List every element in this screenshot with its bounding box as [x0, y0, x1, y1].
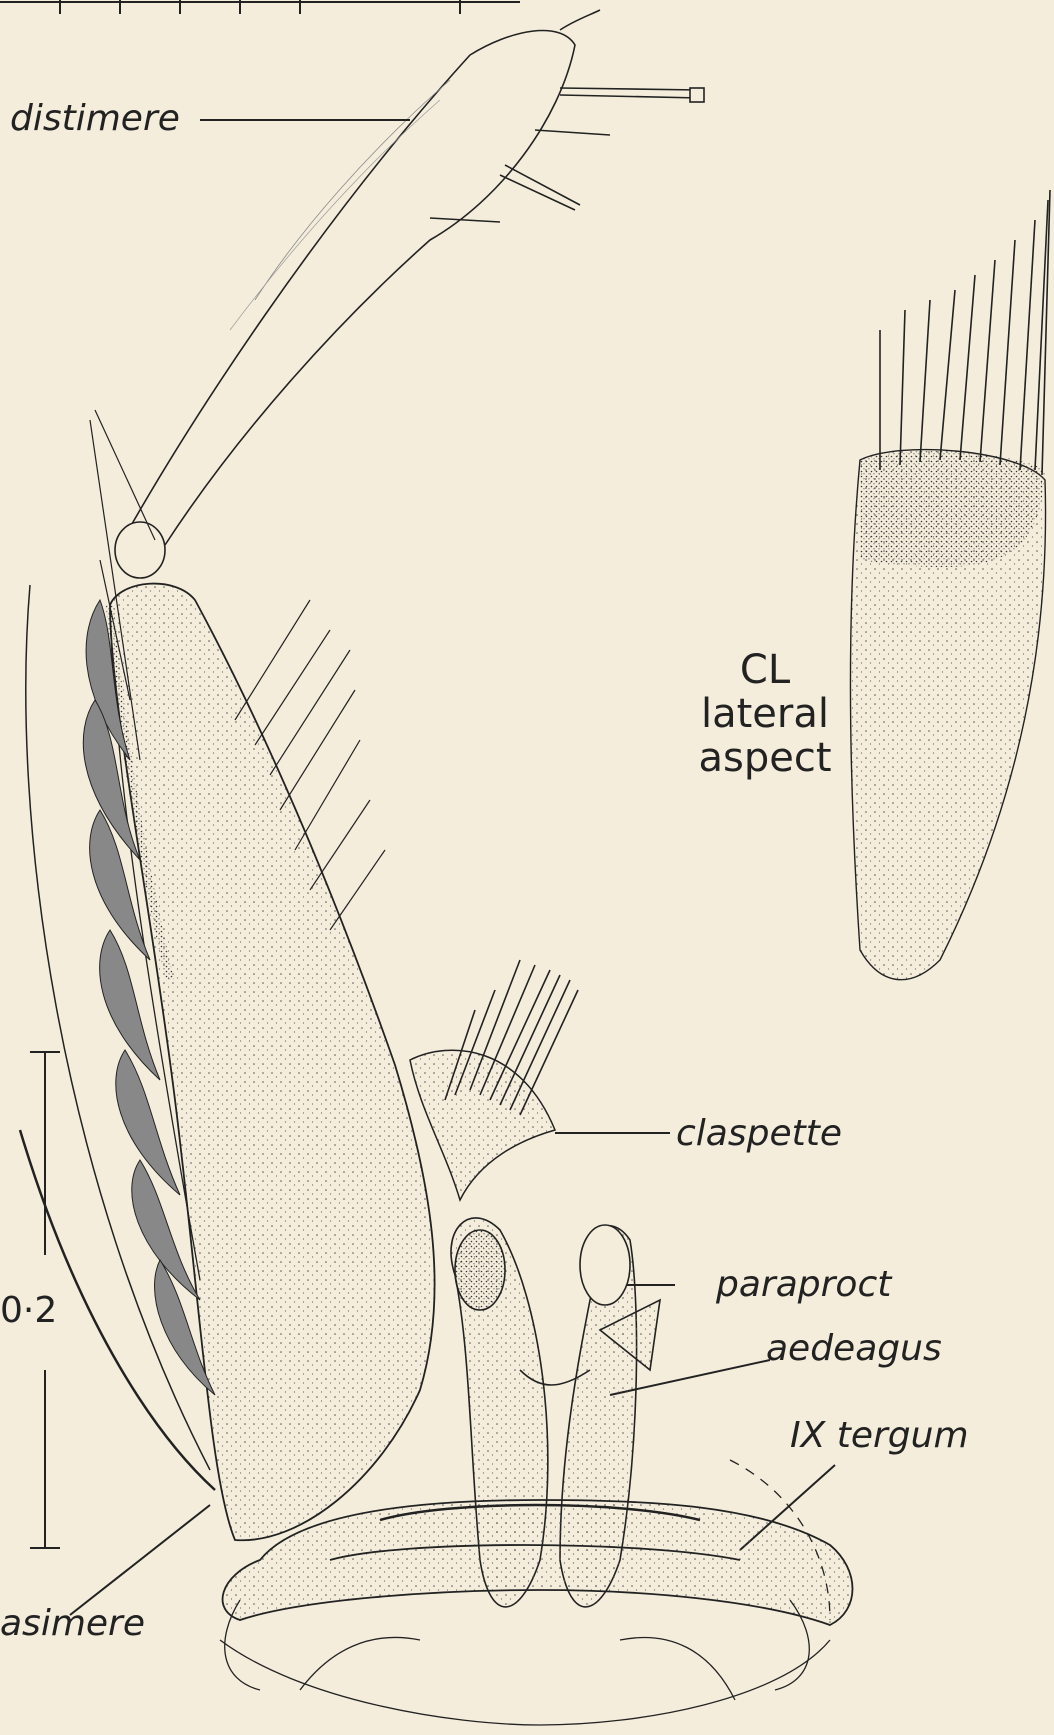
scale-bar-label: 0·2 — [0, 1290, 57, 1331]
ix-tergum-structure — [223, 1500, 853, 1625]
label-aedeagus: aedeagus — [766, 1328, 942, 1369]
top-ruler-ticks — [0, 0, 520, 14]
claspette-lateral-inset — [851, 190, 1050, 980]
inset-caption-line1: CL — [690, 648, 840, 692]
inset-caption-line2: lateral — [690, 692, 840, 736]
basimere-structure — [110, 584, 435, 1541]
label-ix-tergum: IX tergum — [790, 1415, 969, 1456]
inset-caption-line3: aspect — [690, 736, 840, 780]
distimere-structure — [115, 10, 704, 578]
inset-caption: CL lateral aspect — [690, 648, 840, 780]
label-distimere: distimere — [10, 98, 180, 139]
label-basimere: asimere — [0, 1603, 145, 1644]
claspette-structure — [410, 960, 578, 1200]
label-claspette: claspette — [676, 1113, 842, 1154]
label-paraproct: paraproct — [716, 1264, 891, 1305]
